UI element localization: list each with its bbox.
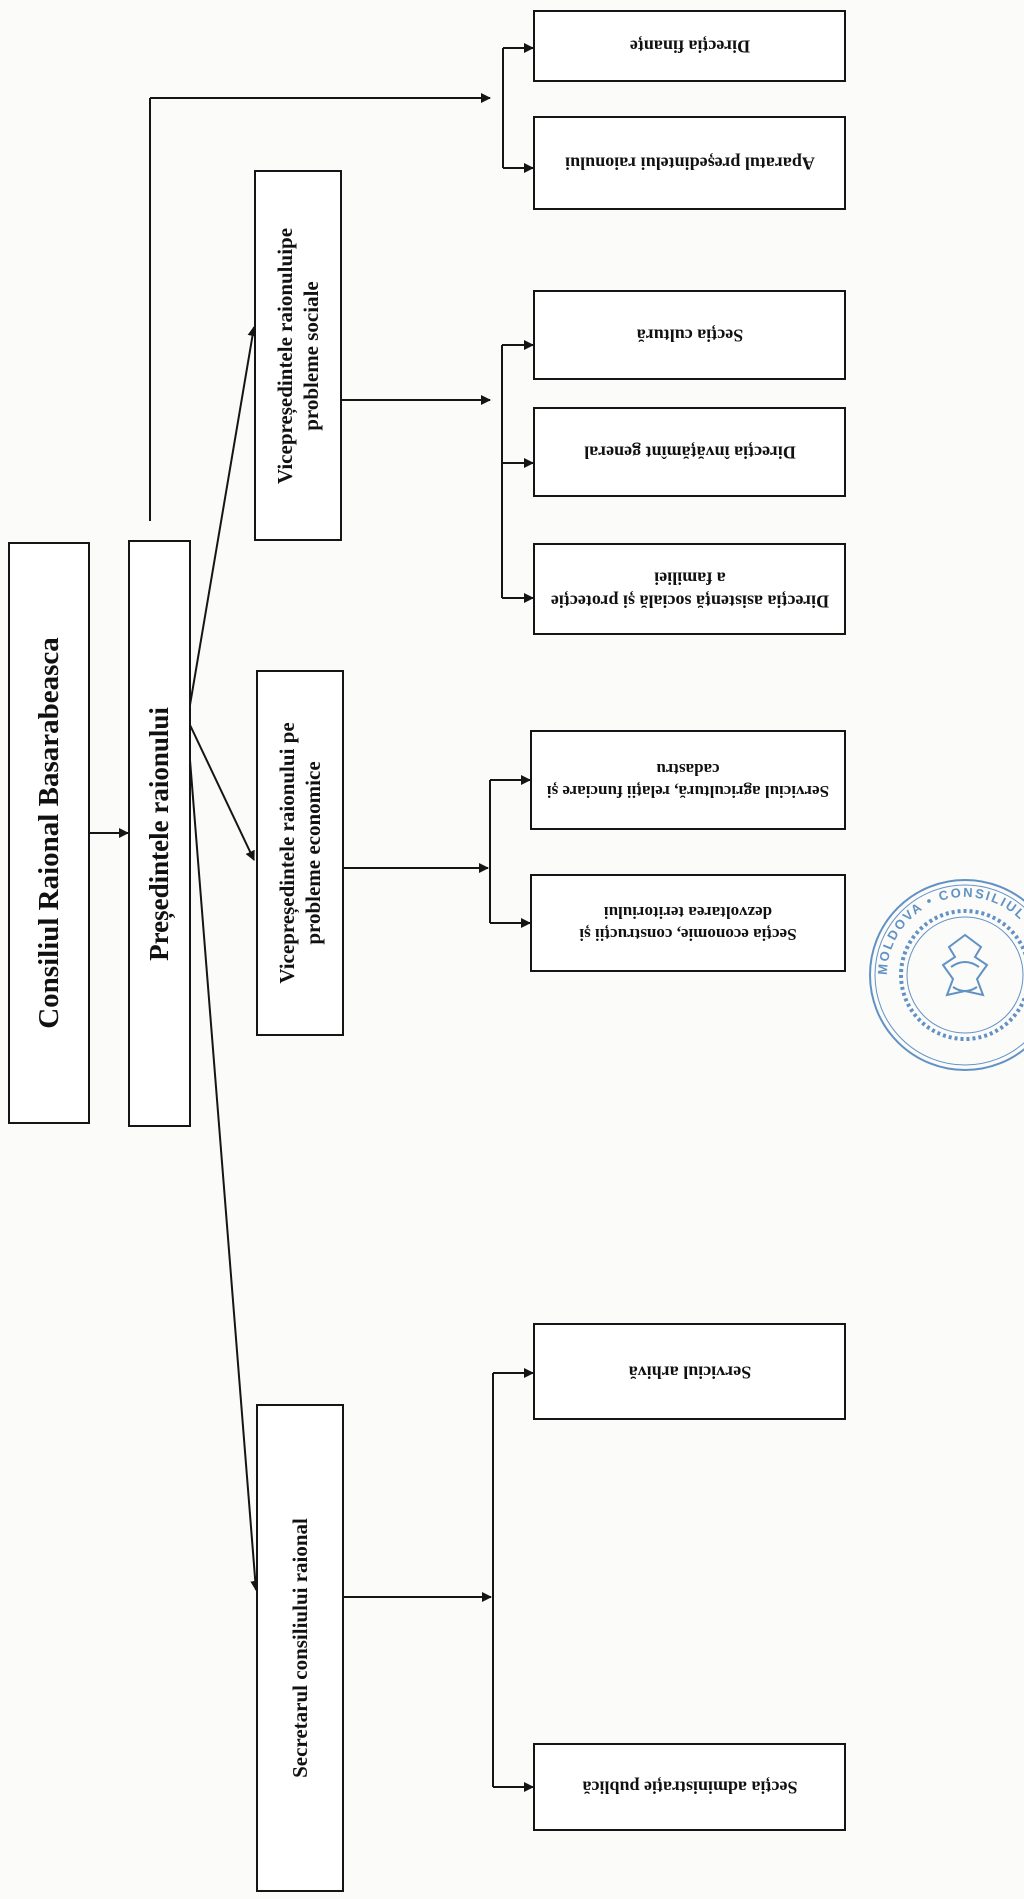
unit-finance: Direcția finanțe (533, 10, 846, 82)
secretary-box: Secretarul consiliului raional (256, 1404, 344, 1892)
unit-social-assistance-label: Direcția asistență socială și protecție … (550, 568, 829, 612)
unit-education: Direcția învățămînt general (533, 407, 846, 497)
official-stamp: MOLDOVA • CONSILIUL RAIONAL (869, 879, 1024, 1071)
unit-public-admin: Secția administrație publică (533, 1743, 846, 1831)
vice-economic-box: Vicepreședintele raionului pe probleme e… (256, 670, 344, 1036)
council-box: Consiliul Raional Basarabeasca (8, 542, 90, 1124)
unit-economic-label: Secția economie, construcții și dezvolta… (579, 903, 797, 945)
unit-agriculture: Serviciul agricultură, relații funciare … (530, 730, 846, 830)
vice-economic-label: Vicepreședintele raionului pe probleme e… (274, 722, 325, 984)
unit-president-office-label: Aparatul președintelui raionului (564, 153, 815, 174)
unit-archive: Serviciul arhivă (533, 1323, 846, 1420)
stamp-text: MOLDOVA • CONSILIUL RAIONAL (875, 885, 1024, 996)
council-label: Consiliul Raional Basarabeasca (32, 637, 65, 1029)
secretary-label: Secretarul consiliului raional (287, 1518, 312, 1778)
unit-agriculture-label: Serviciul agricultură, relații funciare … (546, 760, 830, 802)
unit-culture-label: Secția cultură (636, 325, 743, 346)
unit-president-office: Aparatul președintelui raionului (533, 116, 846, 210)
vice-social-box: Vicepreședintele raionuluipe probleme so… (254, 170, 342, 541)
unit-culture: Secția cultură (533, 290, 846, 380)
president-box: Președintele raionului (128, 540, 191, 1127)
unit-economic: Secția economie, construcții și dezvolta… (530, 874, 846, 972)
unit-education-label: Direcția învățămînt general (583, 442, 796, 463)
unit-finance-label: Direcția finanțe (629, 36, 750, 57)
unit-social-assistance: Direcția asistență socială și protecție … (533, 543, 846, 635)
unit-archive-label: Serviciul arhivă (628, 1362, 751, 1383)
president-label: Președintele raionului (143, 706, 174, 961)
unit-public-admin-label: Secția administrație publică (582, 1777, 797, 1798)
svg-text:MOLDOVA • CONSILIUL RAIONAL: MOLDOVA • CONSILIUL RAIONAL (875, 885, 1024, 996)
vice-social-label: Vicepreședintele raionuluipe probleme so… (272, 227, 323, 484)
